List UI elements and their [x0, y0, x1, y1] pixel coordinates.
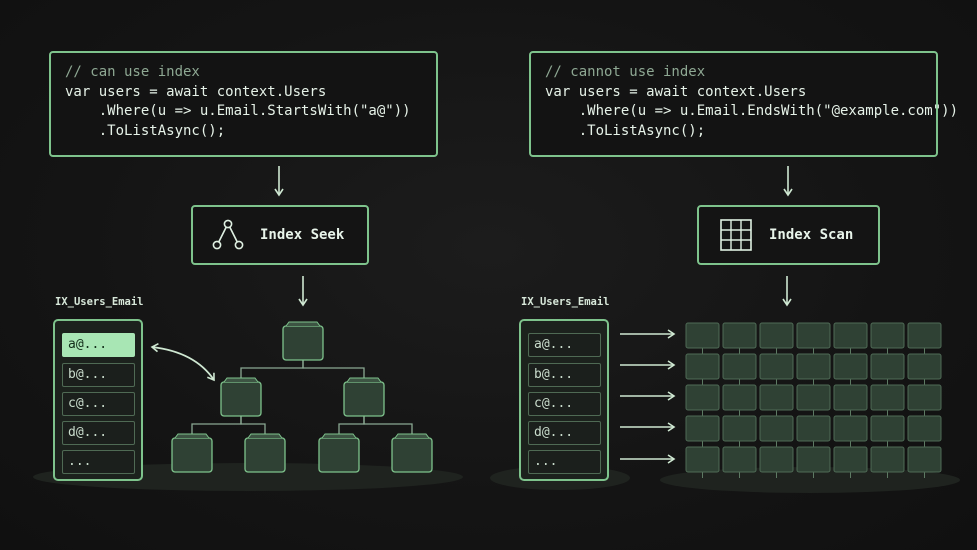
index-row: d@... — [528, 421, 601, 445]
scan-grid-cell — [759, 353, 794, 380]
scan-grid-cell — [722, 446, 757, 473]
scan-grid-cell — [759, 415, 794, 442]
scan-grid-cell — [722, 322, 757, 349]
scan-grid-cell — [907, 322, 942, 349]
seek-curved-arrow — [150, 343, 215, 382]
index-row-highlighted: a@... — [62, 333, 135, 357]
scan-grid-cell — [685, 384, 720, 411]
scan-grid-cell — [870, 446, 905, 473]
scan-grid-cell — [796, 322, 831, 349]
code-line: var users = await context.Users — [65, 83, 327, 100]
scan-grid-cell — [907, 415, 942, 442]
tree-leaf — [318, 433, 360, 473]
scan-grid-cell — [796, 446, 831, 473]
scan-arrows — [620, 329, 676, 464]
tree-node-right — [343, 377, 385, 417]
index-scan-node: Index Scan — [697, 205, 880, 265]
tree-icon — [211, 218, 245, 252]
code-line: .Where(u => u.Email.StartsWith("a@")) — [65, 103, 411, 119]
scan-grid-cell — [685, 353, 720, 380]
index-row: a@... — [528, 333, 601, 357]
index-row: d@... — [62, 421, 135, 445]
tree-leaf — [244, 433, 286, 473]
scan-grid-cell — [685, 446, 720, 473]
left-index-title: IX_Users_Email — [55, 296, 144, 308]
scan-grid-cell — [870, 322, 905, 349]
code-line: var users = await context.Users — [545, 83, 807, 100]
btree — [171, 321, 433, 473]
left-code-block: // can use index var users = await conte… — [49, 51, 438, 157]
scan-grid-cell — [870, 353, 905, 380]
index-row: ... — [528, 450, 601, 474]
tree-leaf — [171, 433, 213, 473]
right-index-panel: a@... b@... c@... d@... ... — [519, 319, 609, 481]
scan-grid-cell — [796, 353, 831, 380]
code-line: .Where(u => u.Email.EndsWith("@example.c… — [545, 103, 959, 119]
index-seek-label: Index Seek — [260, 227, 345, 243]
code-comment: // can use index — [65, 64, 200, 80]
scan-grid-cell — [722, 353, 757, 380]
tree-leaf — [391, 433, 433, 473]
scan-grid-cell — [796, 415, 831, 442]
scan-grid-cell — [833, 322, 868, 349]
scan-grid-cell — [833, 446, 868, 473]
index-scan-label: Index Scan — [769, 227, 854, 243]
code-line: .ToListAsync(); — [545, 122, 706, 139]
scan-grid-cell — [870, 384, 905, 411]
scan-grid-cell — [833, 384, 868, 411]
index-row: b@... — [62, 363, 135, 387]
scan-grid-cell — [796, 384, 831, 411]
grid-icon — [719, 218, 753, 252]
left-index-panel: a@... b@... c@... d@... ... — [53, 319, 143, 481]
right-index-title: IX_Users_Email — [521, 296, 610, 308]
tree-connectors — [191, 360, 413, 438]
scan-grid-cell — [722, 384, 757, 411]
scan-grid-cell — [833, 415, 868, 442]
scan-grid-cell — [759, 446, 794, 473]
scan-grid-cell — [685, 415, 720, 442]
scan-grid-cell — [833, 353, 868, 380]
tree-node-left — [220, 377, 262, 417]
index-seek-node: Index Seek — [191, 205, 369, 265]
scan-grid — [685, 322, 942, 478]
scan-grid-cell — [759, 322, 794, 349]
right-code-block: // cannot use index var users = await co… — [529, 51, 959, 157]
scan-grid-cell — [907, 446, 942, 473]
index-row: ... — [62, 450, 135, 474]
right-grid-shadow — [660, 467, 960, 493]
scan-grid-cell — [759, 384, 794, 411]
index-row: b@... — [528, 363, 601, 387]
code-comment: // cannot use index — [545, 64, 706, 80]
scan-grid-cell — [907, 384, 942, 411]
scan-grid-cell — [870, 415, 905, 442]
tree-node-root — [282, 321, 324, 361]
scan-grid-cell — [722, 415, 757, 442]
scan-grid-cell — [685, 322, 720, 349]
scan-grid-cell — [907, 353, 942, 380]
index-row: c@... — [528, 392, 601, 416]
code-line: .ToListAsync(); — [65, 122, 226, 139]
index-row: c@... — [62, 392, 135, 416]
